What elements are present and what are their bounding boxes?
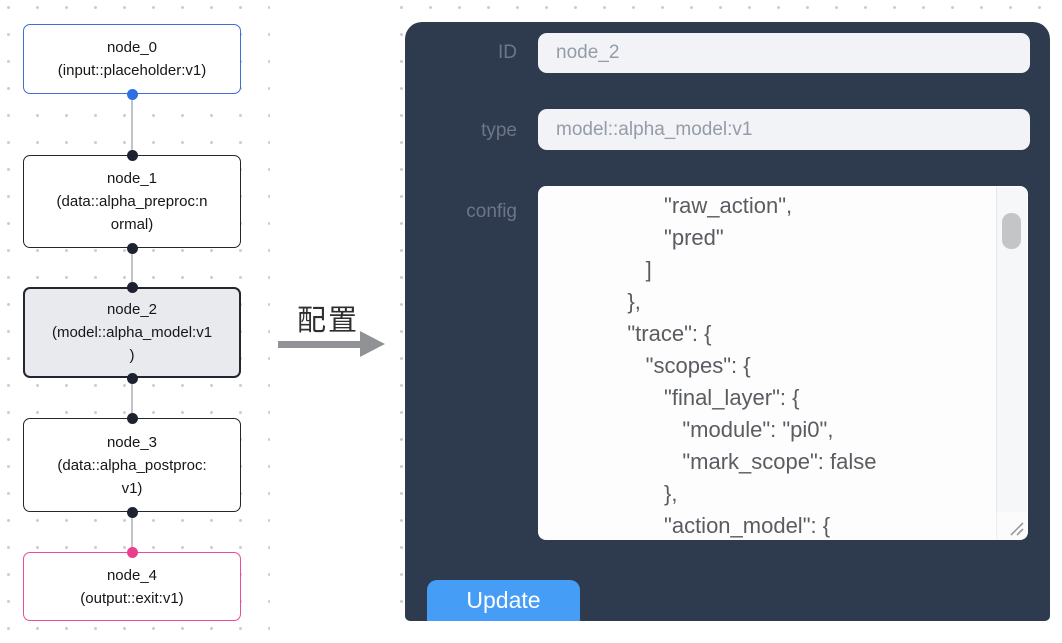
node-subtitle: (model::alpha_model:v1 ) (51, 324, 213, 364)
update-button[interactable]: Update (427, 580, 580, 621)
port-node_3-out[interactable] (127, 507, 138, 518)
node-node_2-selected[interactable]: node_2 (model::alpha_model:v1 ) (23, 287, 241, 378)
config-field-label: config (466, 201, 517, 222)
node-node_4[interactable]: node_4 (output::exit:v1) (23, 552, 241, 621)
canvas-dots-top (393, 0, 1062, 18)
scrollbar-track[interactable] (996, 187, 1027, 512)
config-editor[interactable]: "raw_action", "pred" ] }, "trace": { "sc… (538, 186, 1028, 540)
port-node_1-out[interactable] (127, 243, 138, 254)
transition-label: 配置 (297, 305, 360, 337)
config-json-text[interactable]: "raw_action", "pred" ] }, "trace": { "sc… (627, 193, 877, 538)
port-node_0-out[interactable] (127, 89, 138, 100)
node-title: node_0 (106, 39, 158, 56)
type-input[interactable] (538, 109, 1030, 150)
node-subtitle: (input::placeholder:v1) (57, 62, 207, 79)
port-node_3-in[interactable] (127, 413, 138, 424)
node-title: node_3 (106, 433, 158, 451)
node-title: node_4 (106, 566, 158, 584)
id-field-label: ID (498, 42, 517, 63)
node-subtitle: (output::exit:v1) (80, 589, 184, 607)
arrow-icon (278, 341, 362, 348)
scrollbar-thumb[interactable] (1002, 213, 1021, 249)
node-title: node_2 (106, 301, 158, 318)
type-field-label: type (481, 120, 517, 141)
node-subtitle: (data::alpha_preproc:n ormal) (56, 193, 208, 233)
node-node_1[interactable]: node_1 (data::alpha_preproc:n ormal) (23, 155, 241, 248)
port-node_2-out[interactable] (127, 373, 138, 384)
node-title: node_1 (106, 170, 158, 187)
port-node_4-in[interactable] (127, 547, 138, 558)
canvas-dots-strip (393, 0, 407, 622)
port-node_1-in[interactable] (127, 150, 138, 161)
node-subtitle: (data::alpha_postproc: v1) (57, 456, 207, 497)
port-node_2-in[interactable] (127, 282, 138, 293)
node-config-panel: ID type config "raw_action", "pred" ] },… (405, 22, 1050, 621)
node-node_3[interactable]: node_3 (data::alpha_postproc: v1) (23, 418, 241, 512)
id-input[interactable] (538, 33, 1030, 73)
node-node_0[interactable]: node_0 (input::placeholder:v1) (23, 24, 241, 94)
resize-handle-icon[interactable] (1007, 519, 1025, 537)
arrow-head-icon (360, 331, 385, 357)
